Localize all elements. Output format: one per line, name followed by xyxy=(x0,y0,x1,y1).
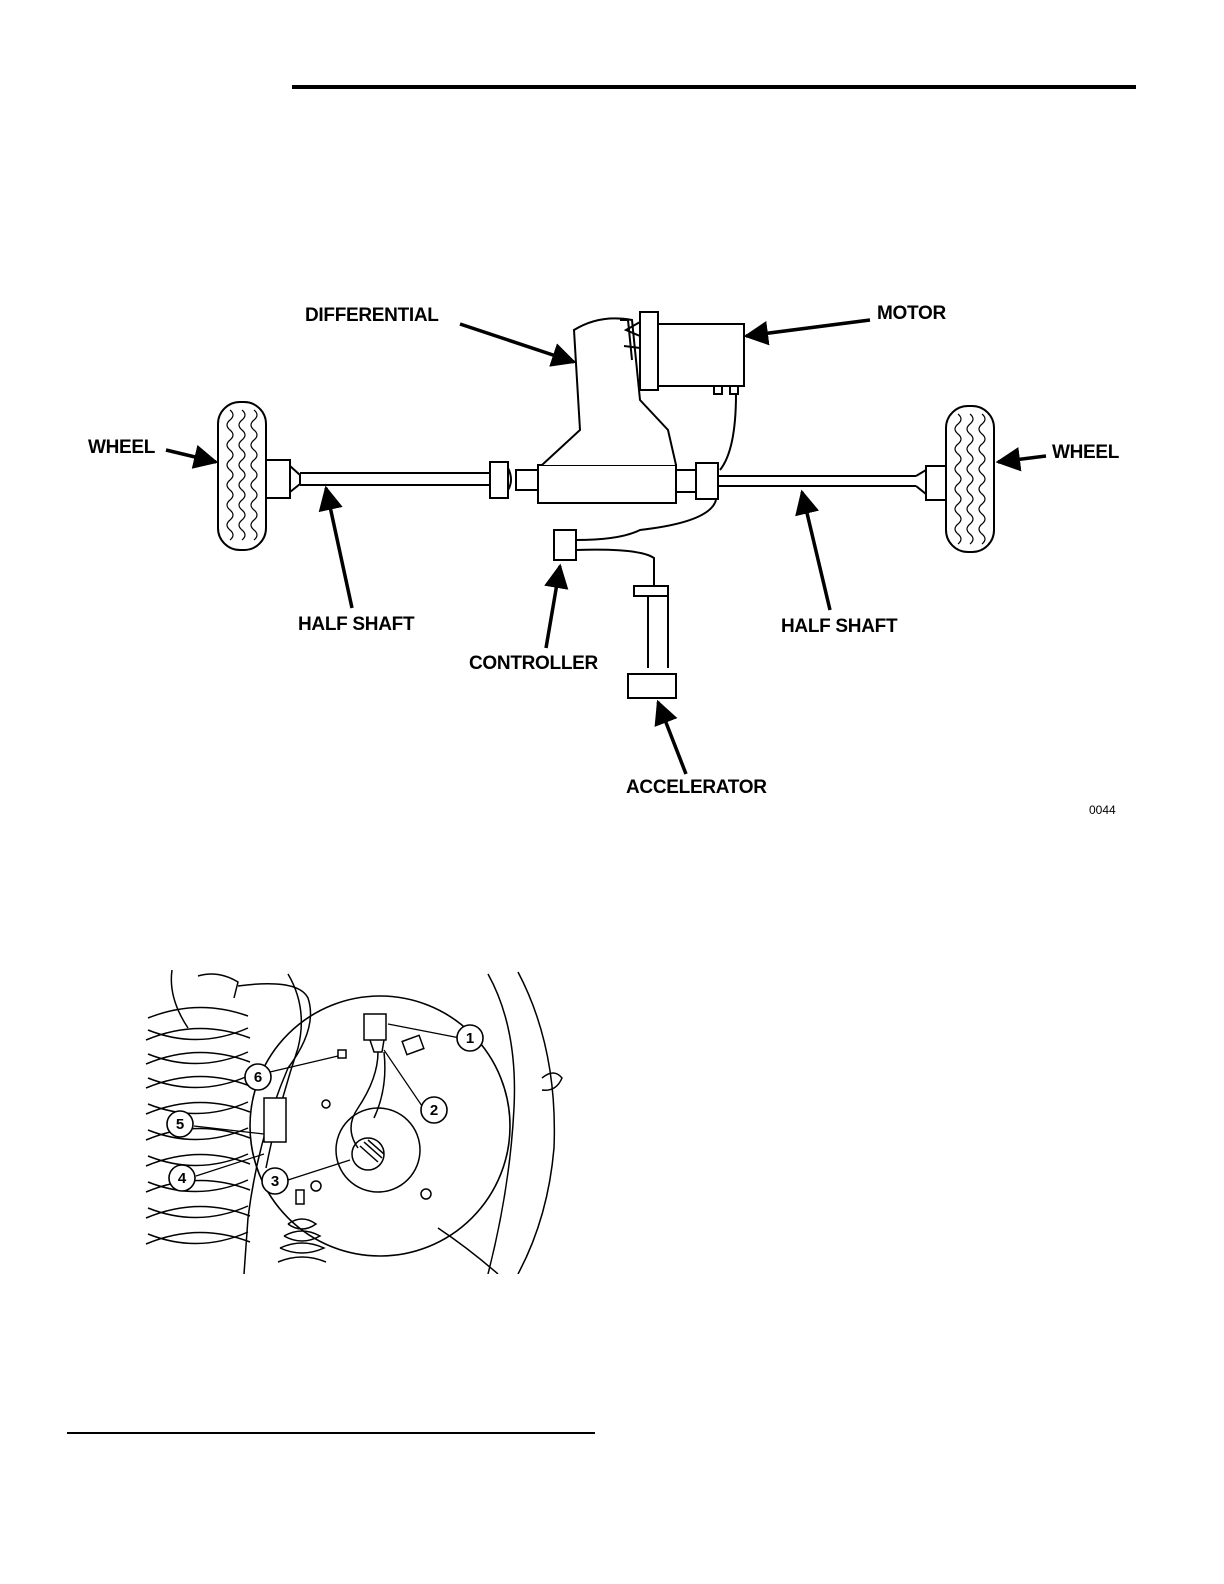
label-half-shaft-left: HALF SHAFT xyxy=(298,614,415,635)
left-wheel xyxy=(218,402,300,550)
controller-unit xyxy=(554,500,716,668)
accelerator-unit xyxy=(628,674,676,698)
label-wheel-left: WHEEL xyxy=(88,437,156,458)
right-wheel xyxy=(946,406,994,552)
label-motor: MOTOR xyxy=(877,303,946,324)
label-differential: DIFFERENTIAL xyxy=(305,305,439,326)
right-half-shaft xyxy=(718,466,946,500)
callout-6-label: 6 xyxy=(254,1069,262,1086)
label-half-shaft-right: HALF SHAFT xyxy=(781,616,898,637)
left-half-shaft xyxy=(300,462,538,498)
callout-3-label: 3 xyxy=(271,1173,279,1190)
suspension-illustration: 1 2 3 4 5 6 xyxy=(138,968,568,1274)
callout-5-label: 5 xyxy=(176,1116,184,1133)
footer-rule xyxy=(67,1432,595,1434)
callout-2-label: 2 xyxy=(430,1102,438,1119)
label-wheel-right: WHEEL xyxy=(1052,442,1120,463)
callout-1-label: 1 xyxy=(466,1030,474,1047)
header-rule xyxy=(292,85,1136,89)
callout-4-label: 4 xyxy=(178,1170,187,1187)
label-accelerator: ACCELERATOR xyxy=(626,777,767,798)
figure-code: 0044 xyxy=(1089,803,1116,817)
label-controller: CONTROLLER xyxy=(469,653,599,674)
drivetrain-diagram: DIFFERENTIAL MOTOR WHEEL WHEEL HALF SHAF… xyxy=(80,290,1140,820)
coil-spring xyxy=(146,1007,250,1244)
